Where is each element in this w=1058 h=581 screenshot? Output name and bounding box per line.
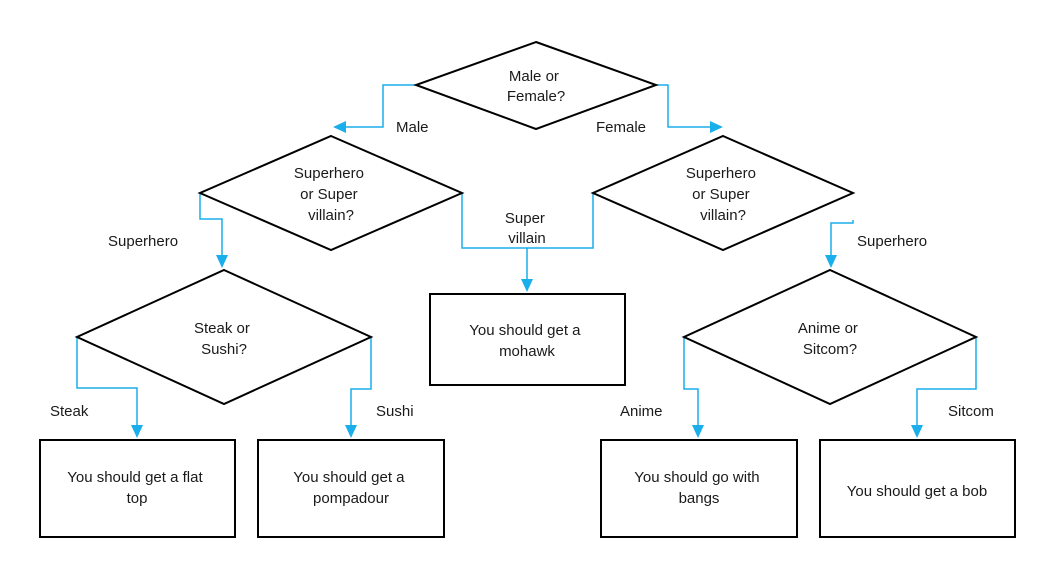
result-pompadour-box	[257, 439, 445, 538]
connector-male	[344, 84, 416, 128]
connector-superhero-right	[830, 220, 854, 255]
edge-label-female: Female	[596, 119, 646, 136]
decision-hero-villain-right: Superhero or Super villain?	[590, 134, 856, 252]
connector-female	[656, 84, 712, 128]
decision-food: Steak or Sushi?	[74, 268, 374, 406]
result-bob-text: You should get a bob	[847, 483, 987, 500]
arrow-sitcom	[911, 425, 923, 438]
arrow-superhero-left	[216, 255, 228, 268]
result-flat-top: You should get a flat top	[39, 439, 236, 538]
result-bob-box	[819, 439, 1016, 538]
result-mohawk: You should get a mohawk	[429, 293, 626, 386]
edge-label-superhero-right: Superhero	[857, 233, 927, 250]
connector-steak	[76, 337, 138, 425]
decision-gender-shape	[413, 40, 659, 131]
connector-sushi	[350, 337, 372, 425]
edge-labels: Male Female Superhero Super villain Supe…	[50, 119, 994, 420]
decision-food-shape	[74, 268, 374, 406]
decision-food-text: Steak or Sushi?	[194, 320, 254, 358]
connectors	[76, 84, 977, 438]
result-bob: You should get a bob	[819, 439, 1016, 538]
decision-show: Anime or Sitcom?	[681, 268, 979, 406]
connector-superhero-left	[199, 193, 223, 255]
arrow-anime	[692, 425, 704, 438]
decision-gender: Male or Female?	[413, 40, 659, 131]
result-pompadour-text: You should get a pompadour	[293, 469, 408, 507]
decision-hero-villain-left-text: Superhero or Super villain?	[294, 165, 368, 224]
arrow-steak	[131, 425, 143, 438]
decision-hero-villain-left-shape	[197, 134, 465, 252]
result-mohawk-text: You should get a mohawk	[469, 322, 584, 360]
edge-label-sitcom: Sitcom	[948, 403, 994, 420]
edge-label-anime: Anime	[620, 403, 663, 420]
edge-label-superhero-left: Superhero	[108, 233, 178, 250]
decision-show-text: Anime or Sitcom?	[798, 320, 862, 358]
decision-hero-villain-right-shape	[590, 134, 856, 252]
result-pompadour: You should get a pompadour	[257, 439, 445, 538]
decision-show-shape	[681, 268, 979, 406]
decision-hero-villain-right-text: Superhero or Super villain?	[686, 165, 760, 224]
connector-supervillain	[461, 193, 594, 279]
result-mohawk-box	[429, 293, 626, 386]
connector-anime	[683, 337, 699, 425]
edge-label-male: Male	[396, 119, 429, 136]
arrow-male	[333, 121, 346, 133]
decision-gender-text: Male or Female?	[507, 68, 565, 105]
edge-label-steak: Steak	[50, 403, 89, 420]
edge-label-sushi: Sushi	[376, 403, 414, 420]
arrow-supervillain	[521, 279, 533, 292]
result-bangs-box	[600, 439, 798, 538]
decision-hero-villain-left: Superhero or Super villain?	[197, 134, 465, 252]
arrow-superhero-right	[825, 255, 837, 268]
arrow-female	[710, 121, 723, 133]
connector-sitcom	[916, 337, 977, 425]
result-bangs: You should go with bangs	[600, 439, 798, 538]
result-bangs-text: You should go with bangs	[634, 469, 764, 507]
edge-label-supervillain: Super villain	[505, 210, 549, 247]
arrow-sushi	[345, 425, 357, 438]
result-flat-top-text: You should get a flat top	[67, 469, 207, 507]
result-flat-top-box	[39, 439, 236, 538]
